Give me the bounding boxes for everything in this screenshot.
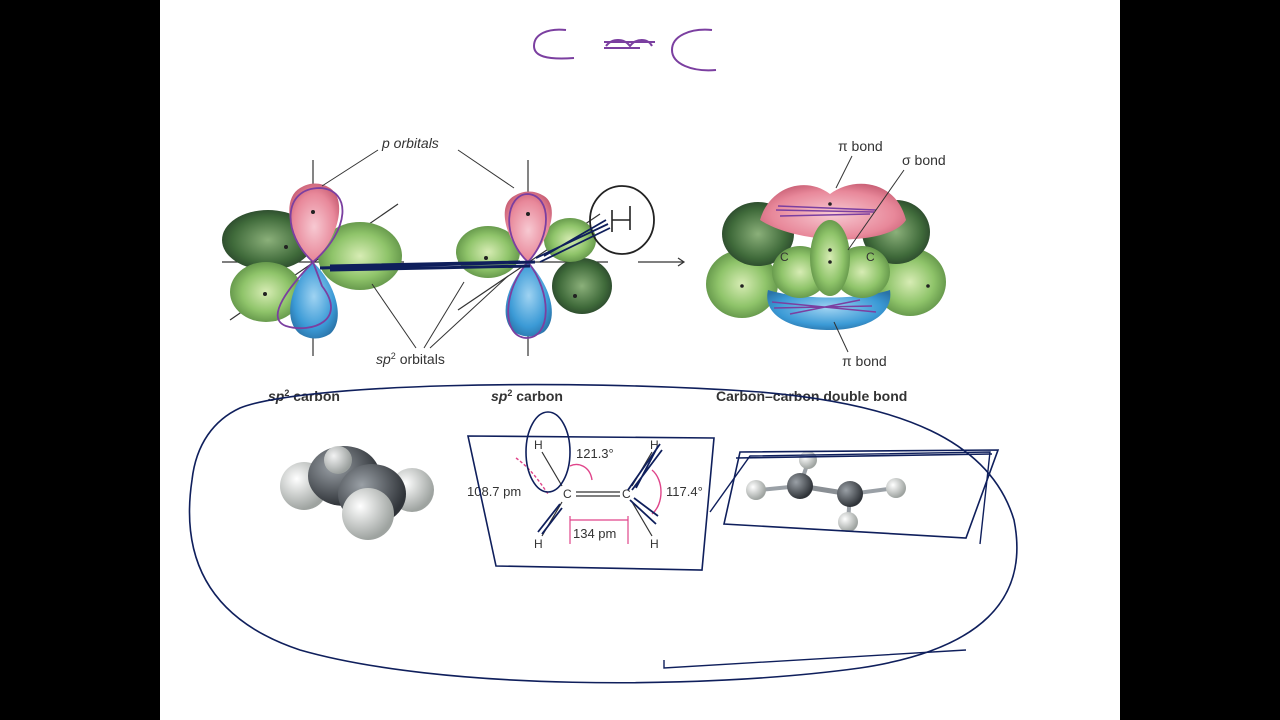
handwritten-c-double-c	[532, 28, 717, 72]
diagram-canvas: C C p orbitals sp2 orbitals π bond σ bon…	[188, 28, 1018, 684]
sp2-lobe-lower-left	[230, 262, 302, 322]
handwritten-plane-box	[723, 449, 1000, 539]
reaction-arrow	[638, 257, 686, 267]
sp2-carbon-left-model	[222, 160, 404, 356]
space-filling-model	[280, 446, 434, 540]
sp2-orbitals-label: sp2 orbitals	[376, 351, 445, 367]
handwritten-bond-to-h	[535, 219, 611, 263]
double-bond-model: C C	[706, 183, 946, 330]
bond-length-arrow-ch	[515, 457, 549, 495]
caption-sp2-carbon-left: sp2 carbon	[268, 388, 340, 404]
handwritten-pi-bottom-mark	[771, 299, 877, 315]
handwritten-bond-scribble	[604, 39, 655, 49]
pi-bond-bottom-label: π bond	[842, 353, 887, 369]
ch-length-value: 108.7 pm	[467, 484, 521, 499]
handwritten-bond-scribbles-left	[537, 503, 563, 535]
atom-h-bottom-left: H	[534, 537, 543, 551]
angle-hcc-value: 121.3°	[576, 446, 614, 461]
caption-sp2-carbon-mid: sp2 carbon	[491, 388, 563, 404]
sigma-bond-label: σ bond	[902, 152, 946, 168]
structural-formula: H H H H C C 121.3° 108.7 pm	[467, 411, 715, 571]
atom-h-top-right: H	[650, 438, 659, 452]
handwritten-enclosing-loop	[188, 383, 1018, 684]
sp2-lobe-right	[318, 222, 402, 290]
p-orbital-lobe-top	[289, 183, 340, 262]
handwritten-h-circle-formula	[525, 411, 571, 493]
handwritten-pi-top-mark	[775, 205, 877, 217]
handwritten-bond-scribbles-right	[627, 443, 663, 525]
handwritten-h-letter	[611, 206, 631, 232]
atom-h-top-left: H	[534, 438, 543, 452]
handwritten-box-formula	[467, 435, 715, 571]
angle-hch-value: 117.4°	[666, 484, 703, 499]
atom-h-bottom-right: H	[650, 537, 659, 551]
atom-c-formula-left: C	[563, 487, 572, 501]
atom-c-left-label: C	[780, 250, 789, 264]
sp2-lobe-lower-right	[552, 258, 612, 314]
cc-length-value: 134 pm	[573, 526, 616, 541]
handwritten-sigma-stroke	[319, 260, 536, 272]
pi-bond-top-label: π bond	[838, 138, 883, 154]
sigma-bond-lobe	[810, 220, 850, 296]
atom-c-right-label: C	[866, 250, 875, 264]
whiteboard-page: C C p orbitals sp2 orbitals π bond σ bon…	[160, 0, 1120, 720]
angle-arc-hch	[651, 469, 662, 515]
handwritten-orbital-outline-left	[276, 187, 344, 330]
handwritten-c-right	[670, 28, 717, 72]
p-orbitals-label: p orbitals	[381, 135, 439, 151]
ball-and-stick-model	[709, 449, 1000, 545]
angle-arc-hcc	[569, 463, 593, 481]
atom-c-formula-right: C	[622, 487, 631, 501]
handwritten-c-left	[532, 28, 575, 60]
p-orbital-lobe-bottom-mid	[505, 262, 552, 337]
handwritten-h-circle	[589, 185, 655, 255]
sp2-carbon-mid-model	[456, 160, 655, 356]
